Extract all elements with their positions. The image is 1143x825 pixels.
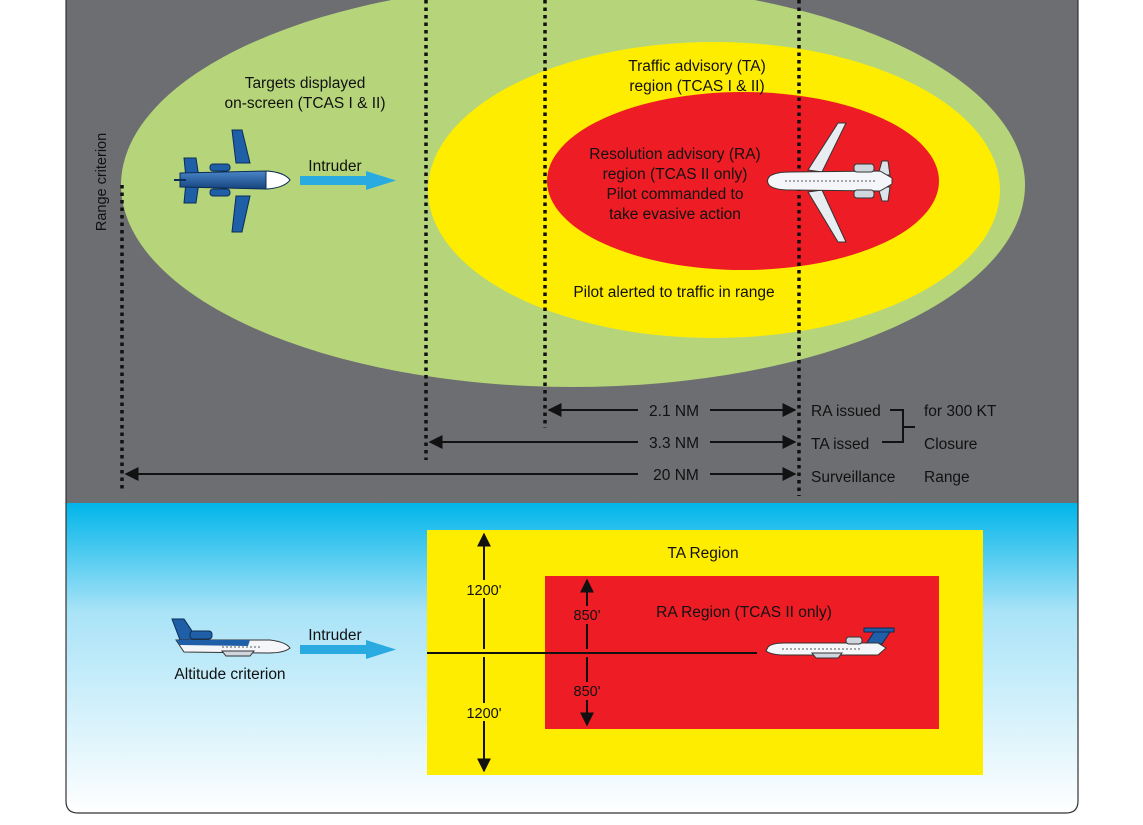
range-label: Range <box>924 469 970 486</box>
profile-view-panel: TA Region RA Region (TCAS II only) 1200'… <box>65 0 1079 814</box>
intruder-label-top: Intruder <box>308 158 361 175</box>
closure-speed-label: for 300 KT <box>924 403 997 420</box>
plan-view-panel: Range criterion Targets displayed on-scr… <box>66 0 1078 503</box>
ta-region-line1: Traffic advisory (TA) <box>628 58 766 75</box>
surveillance-distance-label: 20 NM <box>653 467 699 484</box>
ra-region-line2: region (TCAS II only) <box>603 166 748 183</box>
range-criterion-label: Range criterion <box>94 133 110 231</box>
ra-lower-label: 850' <box>574 684 601 700</box>
intruder-jet-top-icon <box>174 129 291 233</box>
closure-bracket <box>882 409 915 443</box>
altitude-criterion-label: Altitude criterion <box>174 666 285 683</box>
own-aircraft-top-icon <box>767 122 893 243</box>
ra-distance-label: 2.1 NM <box>649 403 699 420</box>
ta-distance-label: 3.3 NM <box>649 435 699 452</box>
targets-displayed-line2: on-screen (TCAS I & II) <box>224 95 385 112</box>
ra-region-line3: Pilot commanded to <box>607 186 744 203</box>
ra-region-line4: take evasive action <box>609 206 741 223</box>
intruder-jet-side-icon <box>171 618 291 657</box>
ta-issued-label: TA issed <box>811 436 869 453</box>
ra-region-line1: Resolution advisory (RA) <box>589 146 760 163</box>
ra-zone <box>547 92 939 270</box>
own-aircraft-side-icon <box>765 627 895 659</box>
ra-region-profile-label: RA Region (TCAS II only) <box>656 604 832 621</box>
targets-displayed-line1: Targets displayed <box>245 75 366 92</box>
ta-region-line2: region (TCAS I & II) <box>629 78 764 95</box>
intruder-arrow-bottom <box>300 640 396 659</box>
pilot-alerted-label: Pilot alerted to traffic in range <box>573 284 774 301</box>
panel-border <box>65 0 1079 814</box>
ra-upper-label: 850' <box>574 608 601 624</box>
ta-region-profile-label: TA Region <box>667 545 738 562</box>
closure-label: Closure <box>924 436 977 453</box>
ta-lower-label: 1200' <box>466 706 501 722</box>
intruder-arrow-top <box>300 171 396 190</box>
ra-issued-label: RA issued <box>811 403 881 420</box>
surveillance-label: Surveillance <box>811 469 895 486</box>
ta-upper-label: 1200' <box>466 583 501 599</box>
intruder-label-bottom: Intruder <box>308 627 361 644</box>
